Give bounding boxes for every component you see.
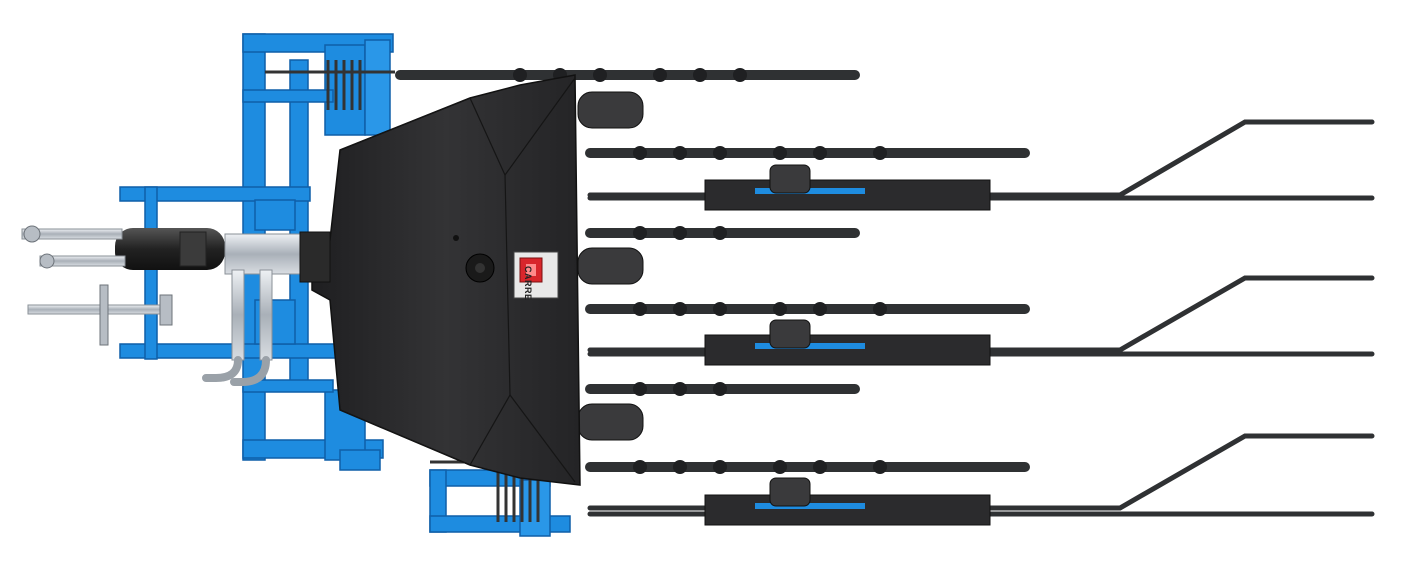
row-5 [585,382,860,396]
logo-text: CARRE [523,266,533,301]
finger-weeder-rows [395,68,1030,474]
arm-bodies [704,179,991,526]
brand-logo [513,251,559,299]
hydraulic-cylinder [21,225,311,386]
main-shroud [299,74,581,486]
row-4 [585,302,1030,316]
row-3 [585,226,860,240]
hub-rollers [577,91,811,507]
row-6 [585,460,1030,474]
row-2 [585,146,1030,160]
adjustment-knob-icon [465,253,495,283]
row-1 [395,68,860,82]
